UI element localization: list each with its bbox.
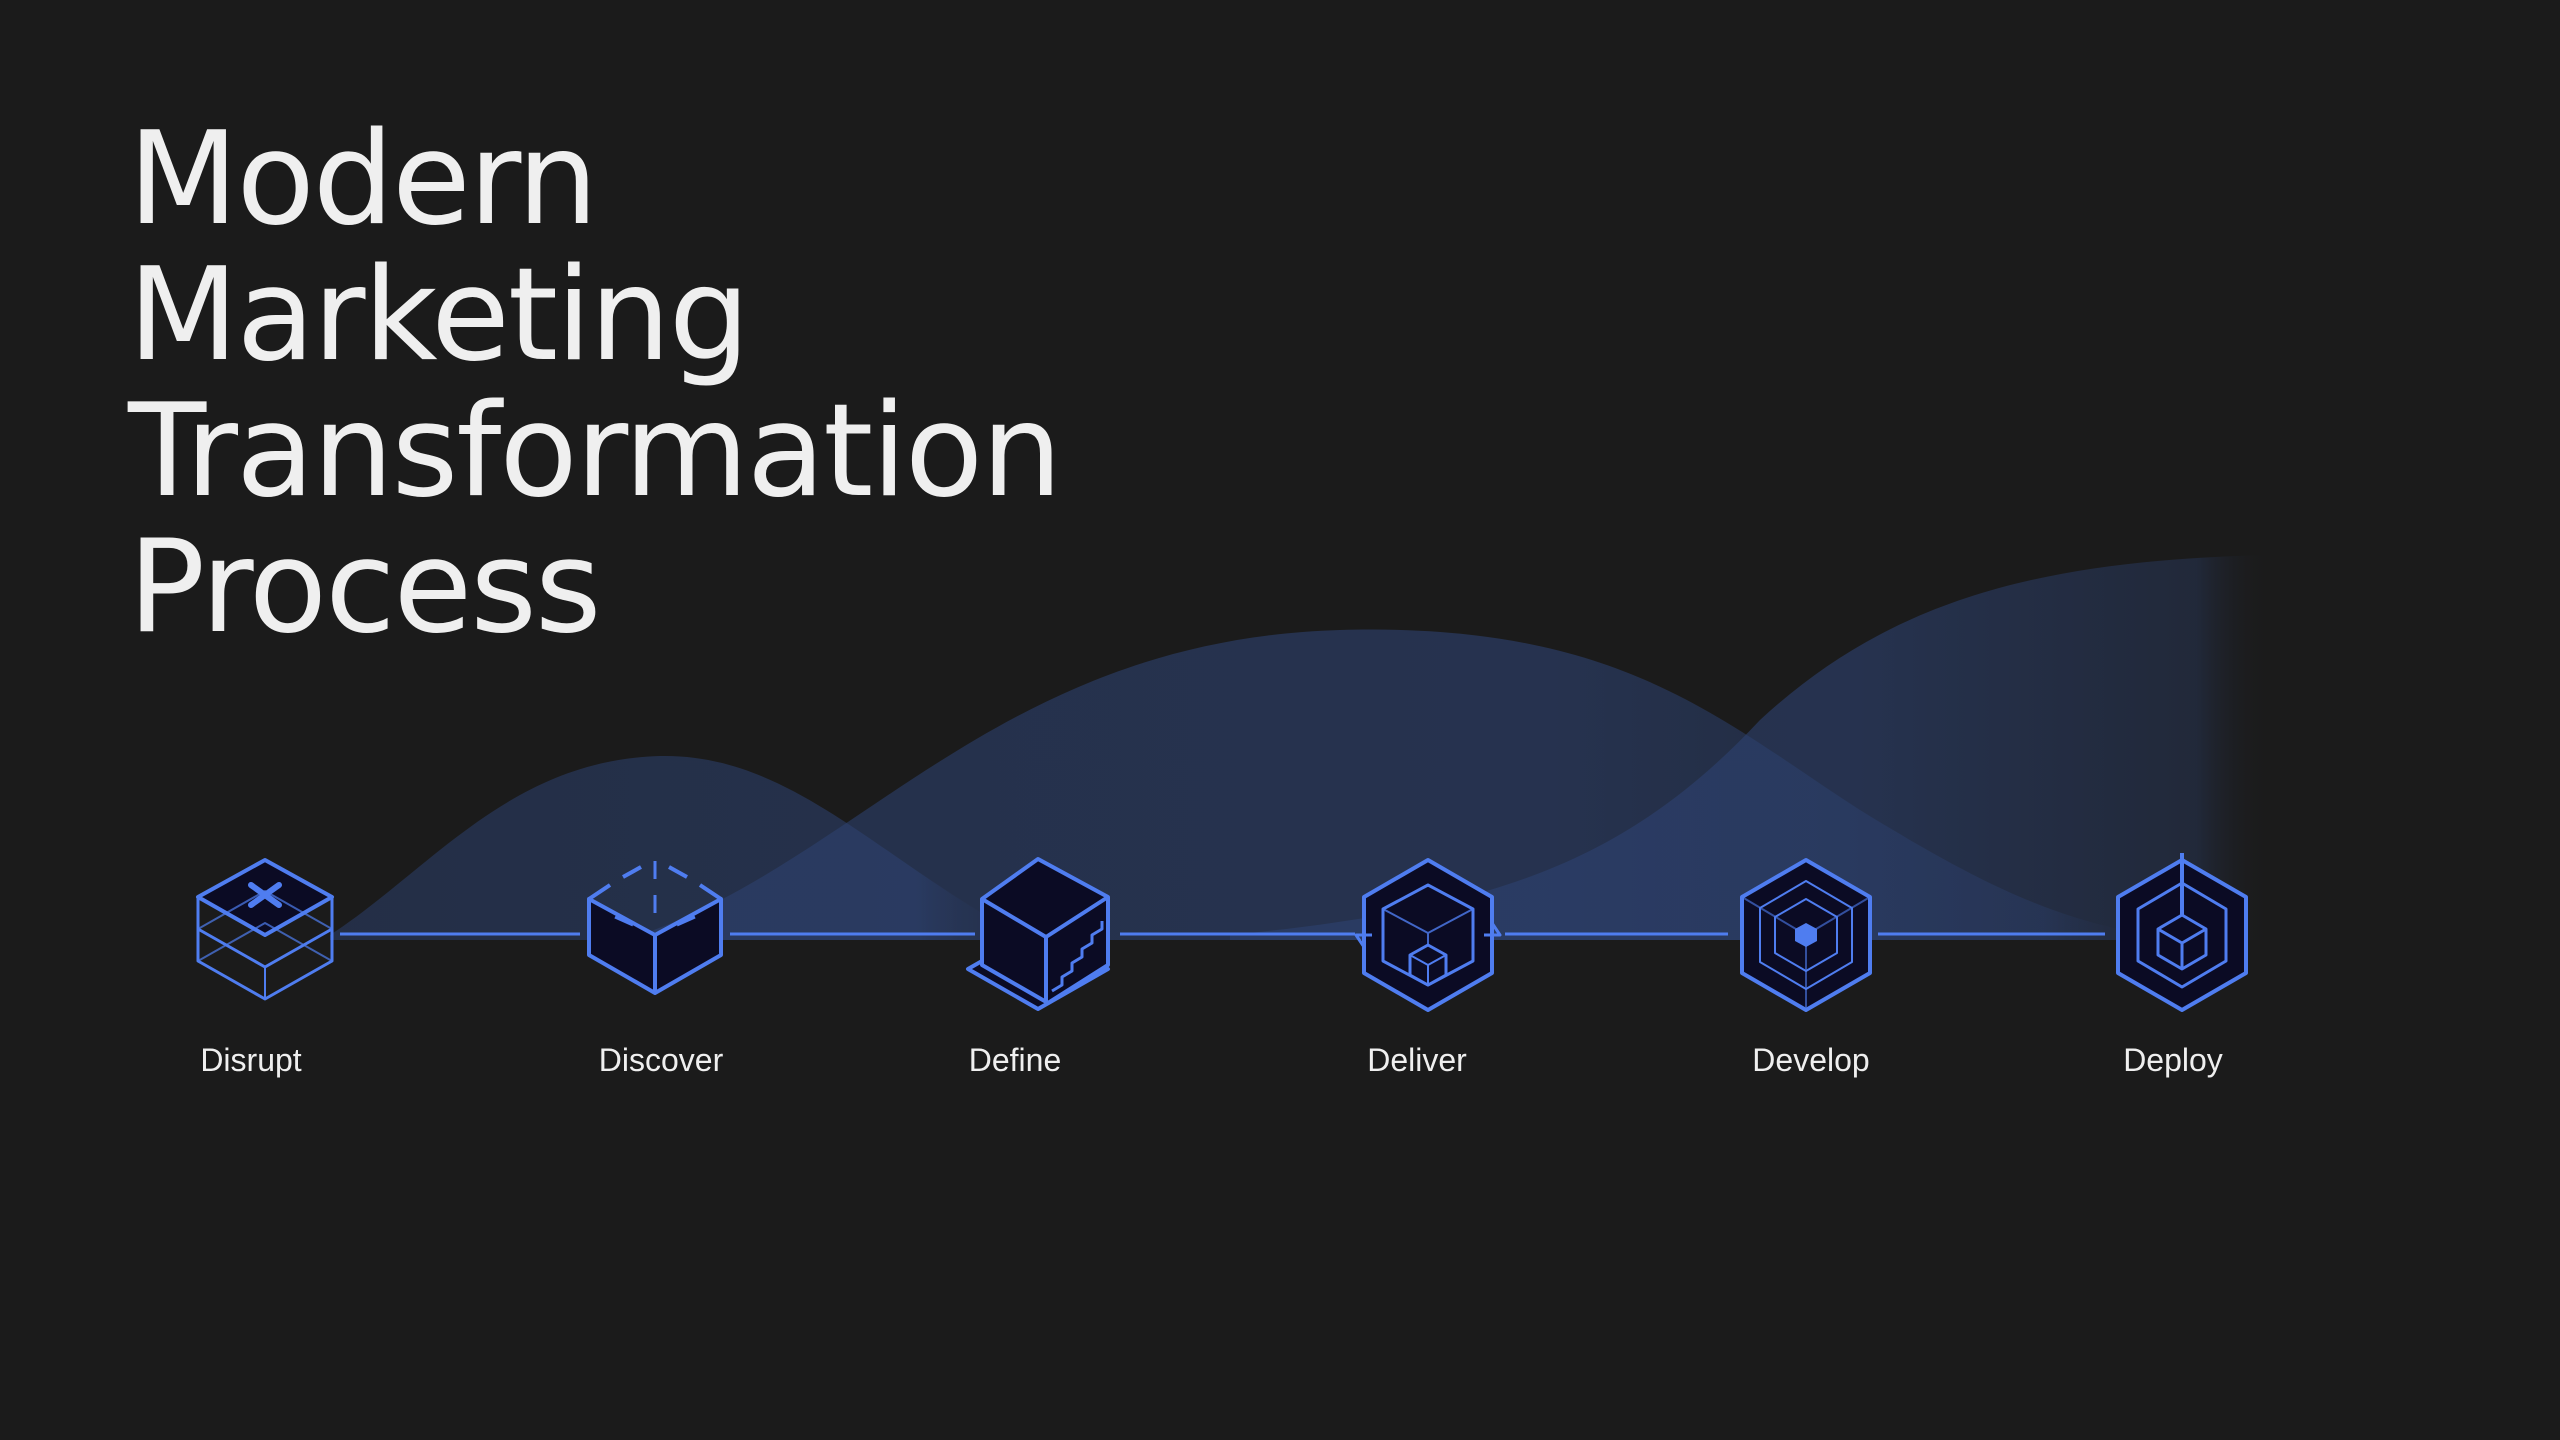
discover-open-box-icon	[587, 861, 723, 995]
disrupt-layers-icon	[196, 858, 334, 1001]
stage-label-deliver: Deliver	[1367, 1042, 1467, 1078]
develop-concentric-hex-icon	[1740, 858, 1872, 1012]
define-cube-stairs-icon	[966, 857, 1110, 1011]
stage-label-deploy: Deploy	[2123, 1042, 2223, 1078]
deploy-target-cube-icon	[2116, 853, 2248, 1012]
stage-label-discover: Discover	[598, 1042, 724, 1078]
title-line-1: Modern	[128, 105, 598, 254]
title-line-4: Process	[128, 513, 602, 662]
wave-band-3	[1230, 555, 2270, 940]
title-line-2: Marketing	[128, 241, 750, 390]
stage-label-disrupt: Disrupt	[200, 1042, 302, 1078]
slide-title: Modern Marketing Transformation Process	[128, 105, 1062, 662]
stage-label-develop: Develop	[1752, 1042, 1870, 1078]
deliver-cycle-cube-icon	[1354, 858, 1502, 1012]
title-line-3: Transformation	[128, 377, 1062, 526]
stage-label-define: Define	[968, 1042, 1062, 1078]
